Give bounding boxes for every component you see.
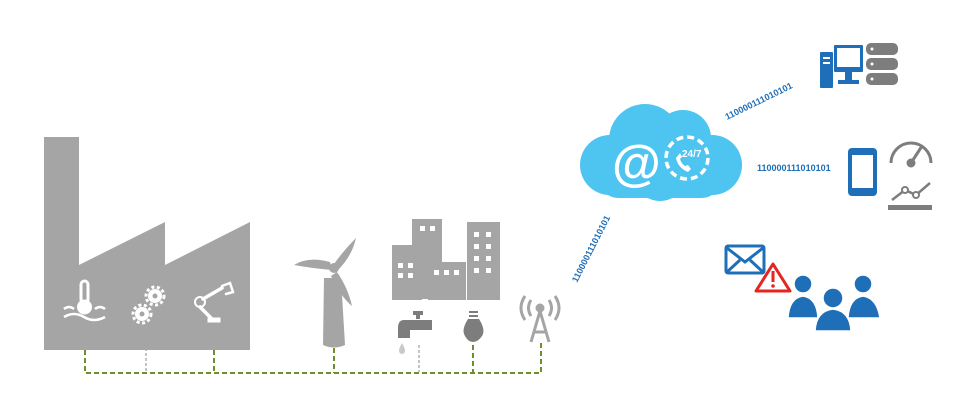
binary-stream-to-computers: 110000111010101 <box>723 81 794 122</box>
speedometer-icon <box>889 141 933 168</box>
cloud-icon <box>580 104 742 201</box>
desktop-computer-icon <box>820 45 863 88</box>
light-bulb-icon <box>463 311 484 342</box>
smartphone-icon <box>848 148 877 196</box>
people-group-icon <box>787 274 881 332</box>
svg-text:24/7: 24/7 <box>682 149 702 160</box>
buildings-icon <box>392 219 500 300</box>
envelope-icon <box>724 244 766 275</box>
water-tap-icon <box>398 311 432 354</box>
database-server-icon <box>866 43 898 85</box>
line-chart-icon <box>888 182 932 210</box>
warning-icon <box>754 262 792 293</box>
email-at-icon: @ <box>612 135 661 191</box>
binary-stream-from-antenna: 110000111010101 <box>570 214 612 284</box>
antenna-tower-icon <box>519 295 561 343</box>
support-247-icon: 24/7 <box>664 135 710 181</box>
gears-icon <box>131 285 166 325</box>
wind-turbine-icon <box>294 238 356 348</box>
thermometer-water-icon <box>63 279 106 322</box>
binary-stream-to-mobile: 110000111010101 <box>757 163 831 173</box>
robot-arm-icon <box>194 281 235 323</box>
